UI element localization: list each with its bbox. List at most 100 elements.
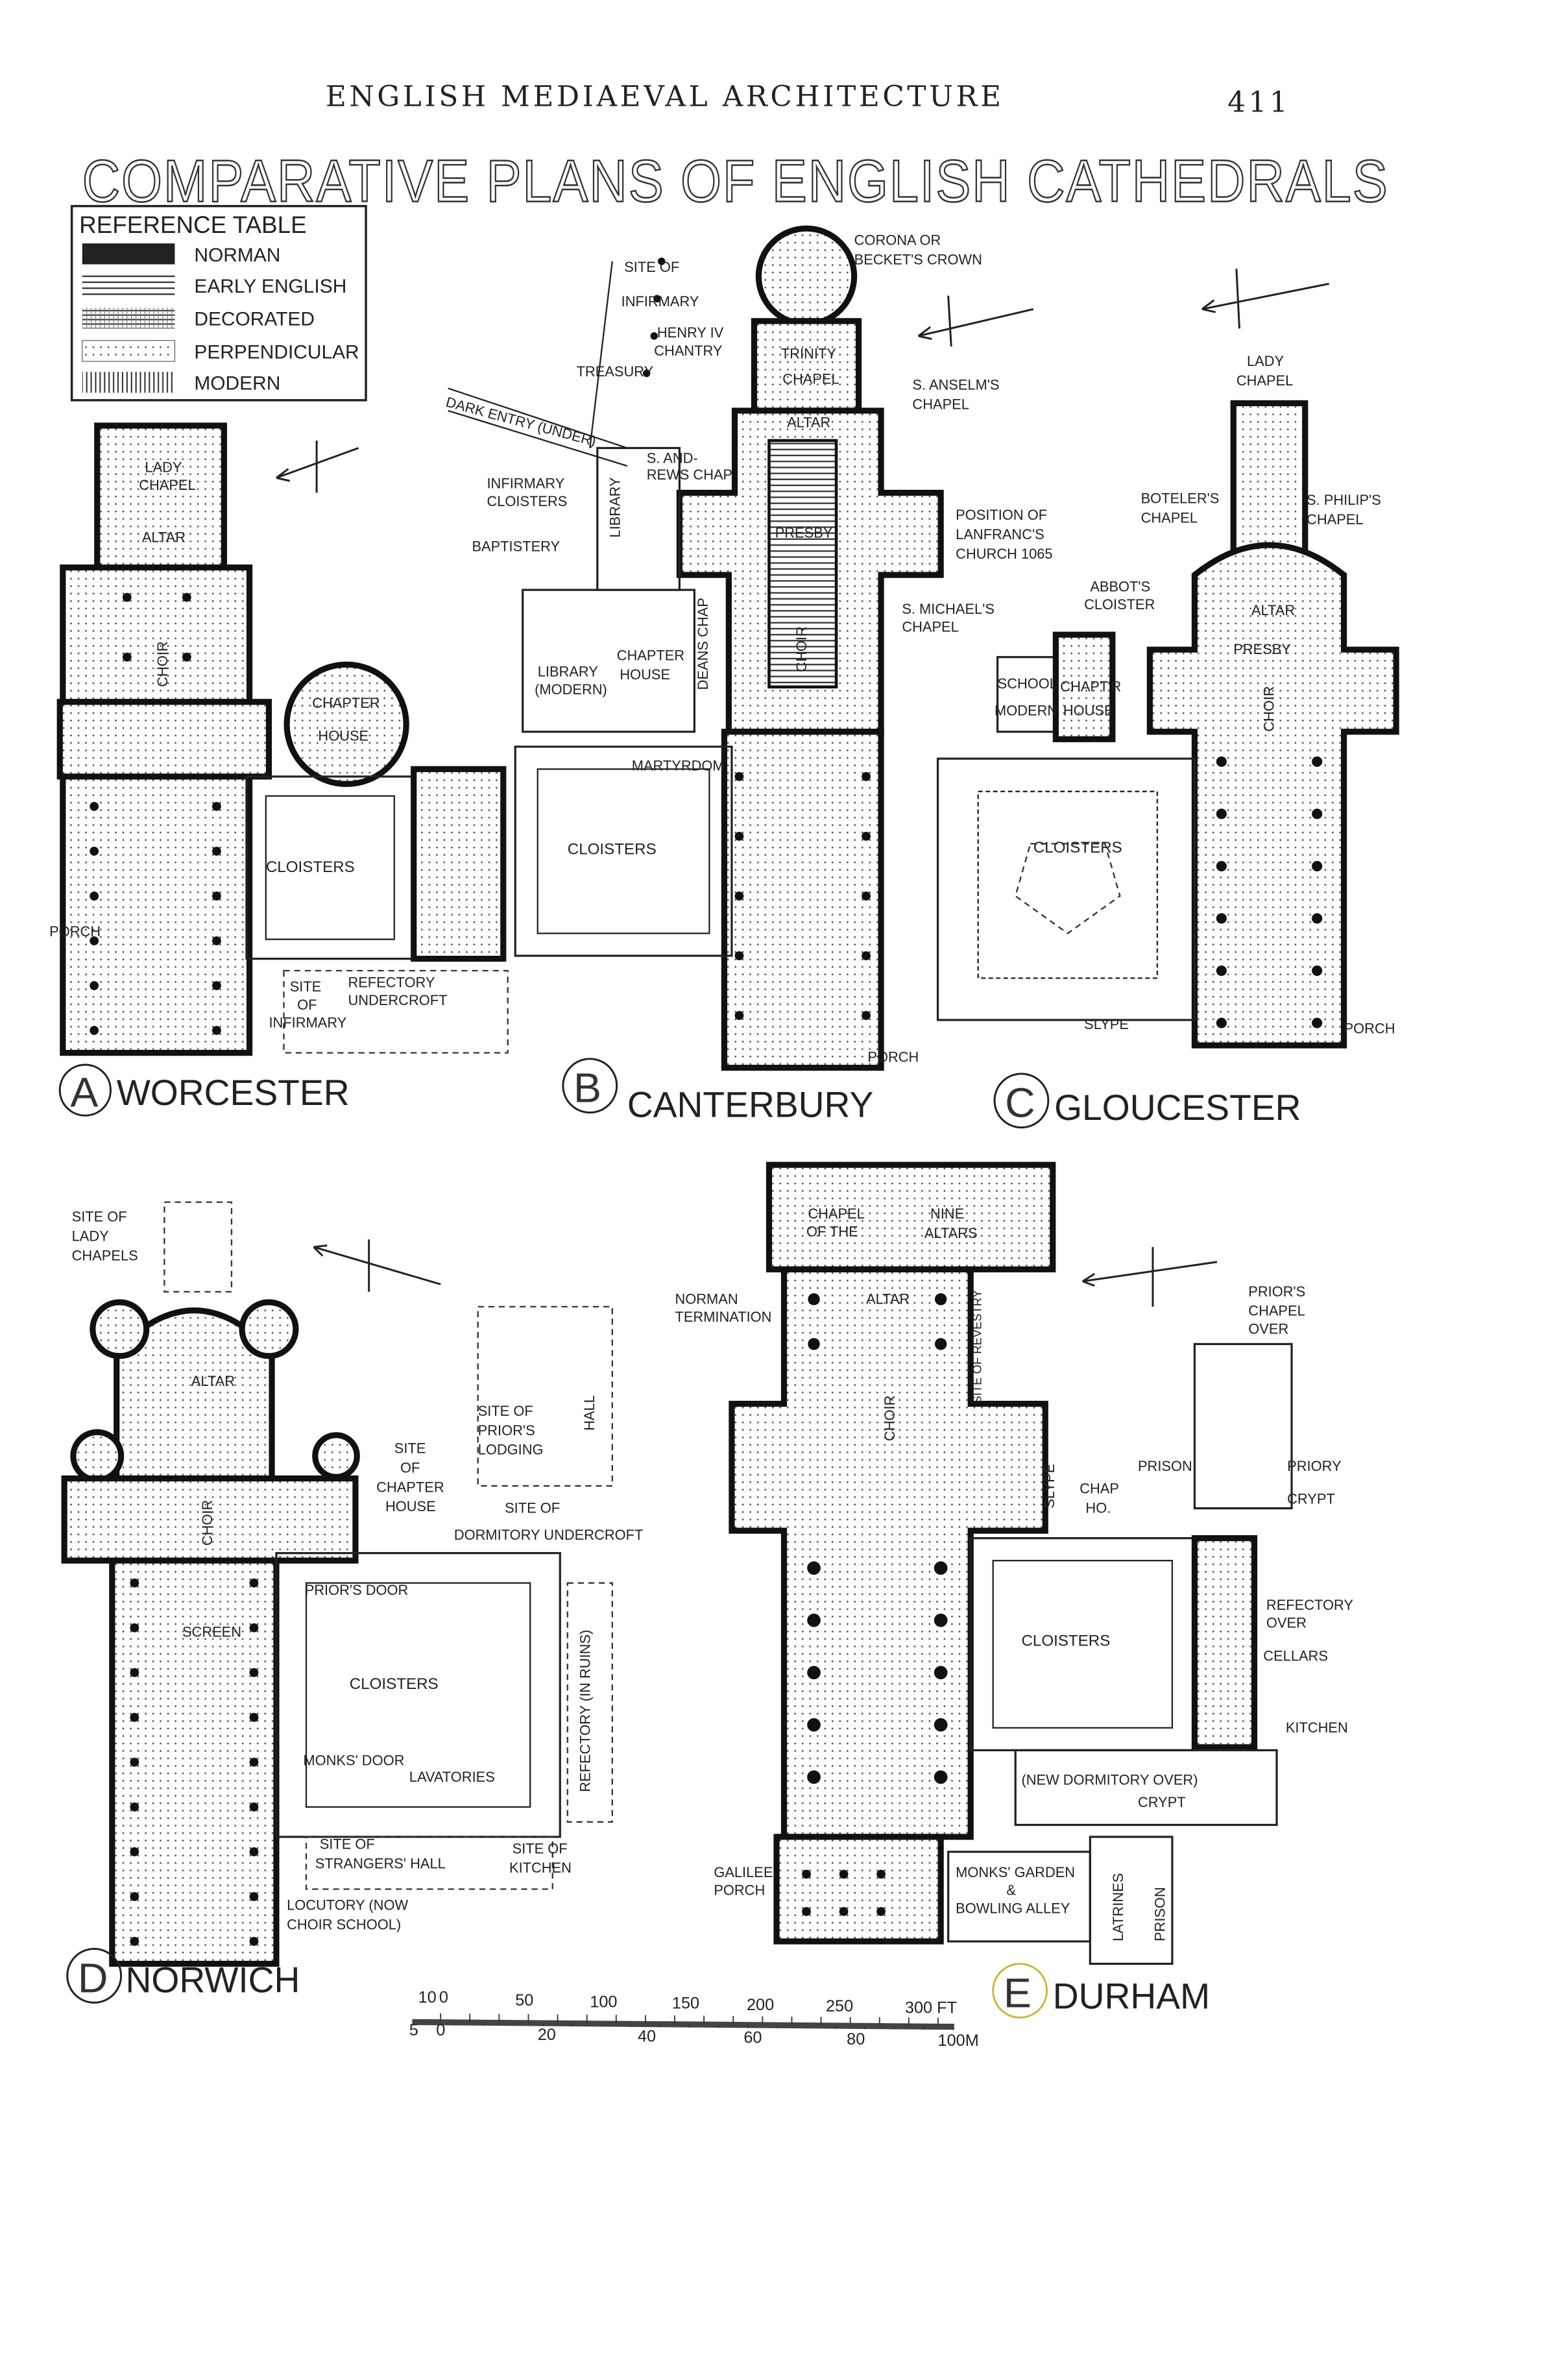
label-norman: NORMAN bbox=[675, 1291, 738, 1307]
label-priors: PRIOR'S bbox=[1248, 1283, 1305, 1300]
scale-tick-label: 0 bbox=[439, 1988, 448, 2006]
label-lady: LADY bbox=[145, 459, 182, 475]
label-altar: ALTAR bbox=[866, 1291, 910, 1307]
label-site-of: SITE OF bbox=[505, 1499, 560, 1516]
plan-letter: A bbox=[70, 1069, 98, 1115]
label-slype: SLYPE bbox=[1084, 1016, 1129, 1032]
label-henry-iv: HENRY IV bbox=[657, 324, 724, 341]
label-site-of: SITE OF bbox=[624, 259, 679, 275]
running-title: ENGLISH MEDIAEVAL ARCHITECTURE bbox=[326, 80, 1004, 113]
label-new-dormitory-over: (NEW DORMITORY OVER) bbox=[1021, 1771, 1198, 1788]
plan-caption-canterbury: B CANTERBURY bbox=[562, 1058, 873, 1125]
scale-tick-label: 100 bbox=[590, 1993, 617, 2011]
label-screen: SCREEN bbox=[182, 1624, 241, 1640]
label-site: SITE bbox=[394, 1440, 426, 1456]
legend-swatch-early-english bbox=[82, 274, 175, 296]
label-crypt: CRYPT bbox=[1287, 1491, 1335, 1507]
label-termination: TERMINATION bbox=[675, 1309, 771, 1325]
legend-label: NORMAN bbox=[194, 245, 280, 266]
label-cloister: CLOISTER bbox=[1084, 596, 1155, 613]
label-priory: PRIORY bbox=[1287, 1458, 1342, 1474]
label-baptistery: BAPTISTERY bbox=[472, 538, 560, 554]
label-locutory: LOCUTORY (NOW bbox=[287, 1897, 408, 1913]
label-refectory: REFECTORY bbox=[1266, 1597, 1353, 1613]
label-cloisters: CLOISTERS bbox=[487, 493, 567, 509]
plan-durham: CHAPEL OF THE NINE ALTARS NORMAN TERMINA… bbox=[675, 1161, 1353, 1965]
label-chantry: CHANTRY bbox=[654, 343, 723, 359]
label-crypt: CRYPT bbox=[1138, 1794, 1186, 1810]
label-lady: LADY bbox=[1247, 353, 1285, 369]
label-position-of: POSITION OF bbox=[956, 507, 1047, 523]
plan-name: DURHAM bbox=[1053, 1976, 1210, 2017]
label-altar: ALTAR bbox=[787, 414, 830, 430]
north-arrow-icon bbox=[1201, 269, 1329, 329]
page-number: 411 bbox=[1227, 86, 1290, 119]
label-rews-chap: REWS CHAP bbox=[647, 467, 732, 483]
label-porch: PORCH bbox=[867, 1049, 919, 1065]
label-priors: PRIOR'S bbox=[478, 1422, 535, 1438]
label-lavatories: LAVATORIES bbox=[409, 1769, 495, 1785]
label-site-of-revestry: SITE OF REVESTRY bbox=[970, 1290, 983, 1404]
north-arrow-icon bbox=[1082, 1246, 1218, 1307]
label-chapel: CHAPEL bbox=[902, 619, 958, 635]
label-altar: ALTAR bbox=[191, 1373, 235, 1389]
label-chap: CHAP bbox=[1080, 1481, 1119, 1497]
label-cellars: CELLARS bbox=[1263, 1647, 1328, 1664]
label-site-of: SITE OF bbox=[320, 1836, 375, 1852]
label-site-of: SITE OF bbox=[513, 1840, 568, 1856]
label-over: OVER bbox=[1248, 1320, 1288, 1337]
scale-tick-label: 150 bbox=[672, 1995, 699, 2013]
label-nine: NINE bbox=[930, 1206, 964, 1222]
label-latrines: LATRINES bbox=[1110, 1873, 1126, 1941]
label-slype: SLYPE bbox=[1041, 1464, 1057, 1509]
scale-tick-label: 50 bbox=[515, 1991, 533, 2009]
scale-bar: 10 0 50 100 150 200 250 300 FT 5 0 20 40… bbox=[409, 1988, 979, 2050]
scale-tick-label: 200 bbox=[747, 1996, 774, 2014]
label-lodging: LODGING bbox=[478, 1442, 544, 1458]
label-chapter: CHAPTER bbox=[312, 695, 380, 711]
legend-swatch-modern bbox=[82, 372, 175, 393]
scale-tick-label: 100M bbox=[938, 2032, 979, 2050]
label-s-michaels: S. MICHAEL'S bbox=[902, 601, 995, 617]
label-undercroft: UNDERCROFT bbox=[348, 992, 447, 1008]
label-prison: PRISON bbox=[1138, 1458, 1192, 1474]
label-site: SITE bbox=[290, 978, 322, 995]
label-of: OF bbox=[400, 1459, 420, 1475]
plan-canterbury: CORONA OR BECKET'S CROWN SITE OF INFIRMA… bbox=[444, 225, 1053, 1071]
plan-name: WORCESTER bbox=[117, 1073, 350, 1113]
label-s-andrews: S. AND- bbox=[647, 450, 698, 466]
label-modern: MODERN bbox=[995, 702, 1057, 718]
label-hall: HALL bbox=[581, 1395, 597, 1431]
plan-name: CANTERBURY bbox=[627, 1085, 873, 1125]
label-corona: CORONA OR bbox=[854, 232, 941, 248]
scale-tick-label: 0 bbox=[436, 2021, 445, 2039]
label-treasury: TREASURY bbox=[577, 363, 654, 380]
label-chapel: CHAPEL bbox=[808, 1206, 864, 1222]
label-cloisters: CLOISTERS bbox=[350, 1675, 439, 1693]
label-beckets-crown: BECKET'S CROWN bbox=[854, 251, 982, 267]
label-ampersand: & bbox=[1006, 1882, 1016, 1899]
label-cloisters: CLOISTERS bbox=[568, 841, 657, 858]
label-monks-door: MONKS' DOOR bbox=[303, 1752, 404, 1768]
label-choir: CHOIR bbox=[154, 641, 171, 686]
label-altar: ALTAR bbox=[142, 529, 186, 545]
label-abbots: ABBOT'S bbox=[1090, 578, 1150, 594]
plan-name: NORWICH bbox=[126, 1960, 300, 2000]
label-site-of: SITE OF bbox=[478, 1403, 533, 1419]
label-cloisters: CLOISTERS bbox=[1021, 1632, 1110, 1649]
label-refectory-in-ruins: REFECTORY (IN RUINS) bbox=[577, 1630, 593, 1792]
label-library: LIBRARY bbox=[538, 664, 599, 680]
legend-swatch-perpendicular bbox=[82, 340, 176, 362]
north-arrow-icon bbox=[276, 440, 359, 493]
label-choir: CHOIR bbox=[1260, 686, 1277, 731]
label-strangers-hall: STRANGERS' HALL bbox=[315, 1855, 446, 1871]
label-choir-school: CHOIR SCHOOL) bbox=[287, 1917, 401, 1933]
plan-gloucester: LADY CHAPEL BOTELER'S CHAPEL S. PHILIP'S… bbox=[936, 353, 1399, 1049]
legend-swatch-norman bbox=[82, 243, 175, 265]
label-house: HOUSE bbox=[385, 1498, 436, 1514]
plan-caption-worcester: A WORCESTER bbox=[58, 1063, 350, 1117]
scale-tick-label: 250 bbox=[826, 1997, 853, 2015]
label-deans-chap: DEANS CHAP bbox=[695, 598, 711, 690]
label-chapel: CHAPEL bbox=[782, 371, 839, 387]
